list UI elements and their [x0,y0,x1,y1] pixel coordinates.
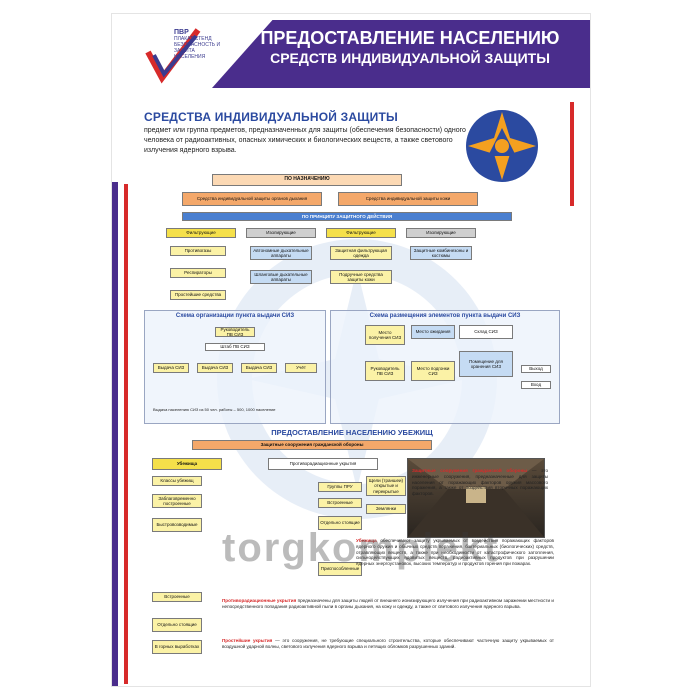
civil-defense-emblem-icon [466,110,538,182]
header-band [212,20,590,88]
shelter-text: Убежища обеспечивают защиту укрываемых о… [356,538,554,567]
issue-staff-box: Штаб ПВ СИЗ [205,343,265,351]
simple-text-title: Простейшие укрытия [222,638,273,643]
pru-r3: Отдельно стоящие [318,516,362,530]
shelter-photo [407,458,545,538]
improvised-skin-box: Подручные средства защиты кожи [330,270,392,284]
shelter-s3: Быстровозводимые [152,518,202,532]
issue-point-org-title: Схема организации пункта выдачи СИЗ [175,313,295,319]
layout-item-3: Руководитель ПВ СИЗ [365,361,405,381]
gzo-body: — это инженерные сооружения, предназначе… [412,468,548,497]
layout-item-6: Склад СИЗ [459,325,513,339]
page-title: ПРЕДОСТАВЛЕНИЕ НАСЕЛЕНИЮ СРЕДСТВ ИНДИВИД… [240,28,580,68]
shelter-section-title: ПРЕДОСТАВЛЕНИЕ НАСЕЛЕНИЮ УБЕЖИЩ [271,428,433,437]
section-intro: предмет или группа предметов, предназнач… [144,127,466,154]
respirators-box: Респираторы [170,268,226,278]
simple-text-body: — это сооружения, не требующие специальн… [222,638,555,649]
shelter-text-body: обеспечивают защиту укрываемых от воздей… [356,538,554,567]
layout-item-4: Место подгонки СИЗ [411,361,455,381]
logo-abbr: ПВР [174,29,189,36]
layout-item-2: Место ожидания [411,325,455,339]
logo-text: ПВР ПЛАКАТ-СТЕНД БЕЗОПАСНОСТЬ И ЗАЩИТА Н… [174,29,222,60]
issue-col-4: Учёт [285,363,317,373]
logo-caption: ПЛАКАТ-СТЕНД БЕЗОПАСНОСТЬ И ЗАЩИТА НАСЕЛ… [174,36,221,60]
by-purpose-box: ПО НАЗНАЧЕНИЮ [212,174,402,186]
issue-point-org-panel: Схема организации пункта выдачи СИЗ Руко… [144,310,326,424]
layout-exit: Выход [521,365,551,373]
shelter-text-title: Убежища [356,538,377,543]
issue-col-1: Выдача СИЗ [153,363,189,373]
pru-text-body: предназначены для защиты людей от внешне… [222,598,554,609]
red-accent-bar-left [124,184,128,684]
issue-col-3: Выдача СИЗ [241,363,277,373]
isolating-2-box: Изолирующие [406,228,476,238]
protective-suits-box: Защитные комбинезоны и костюмы [410,246,472,260]
layout-entry: Вход [521,381,551,389]
shelter-s6: В горных выработках [152,640,202,654]
filtering-1-box: Фильтрующие [166,228,236,238]
shelter-s2: Заблаговременно построенные [152,494,202,508]
filter-clothing-box: Защитная фильтрующая одежда [330,246,392,260]
red-accent-bar-right [570,102,574,206]
pru-text-title: Противорадиационные укрытия [222,598,297,603]
filtering-2-box: Фильтрующие [326,228,396,238]
simple-p2: Землянки [366,504,406,514]
layout-item-1: Место получения СИЗ [365,325,405,345]
pru-r1: Группы ПРУ [318,482,362,492]
anti-radiation-box: Противорадиационные укрытия [268,458,378,470]
title-line-1: ПРЕДОСТАВЛЕНИЕ НАСЕЛЕНИЮ [260,28,560,48]
simple-p1: Щели (траншеи) открытые и перекрытые [366,476,406,496]
gzo-text: Защитные сооружения гражданской обороны … [412,468,548,497]
purple-accent-bar-left [112,182,118,686]
simple-means-box: Простейшие средства [170,290,226,300]
poster: ПВР ПЛАКАТ-СТЕНД БЕЗОПАСНОСТЬ И ЗАЩИТА Н… [112,14,590,686]
skin-box: Средства индивидуальной защиты кожи [338,192,478,206]
pru-r2: Встроенные [318,498,362,508]
issue-point-layout-title: Схема размещения элементов пункта выдачи… [369,313,521,319]
layout-item-5: Помещение для хранения СИЗ [459,351,513,377]
header: ПВР ПЛАКАТ-СТЕНД БЕЗОПАСНОСТЬ И ЗАЩИТА Н… [112,14,590,92]
simple-text: Простейшие укрытия — это сооружения, не … [222,638,554,650]
issue-col-2: Выдача СИЗ [197,363,233,373]
shelters-box: Убежища [152,458,222,470]
isolating-1-box: Изолирующие [246,228,316,238]
issue-head-box: Руководитель ПВ СИЗ [215,327,255,337]
pru-text: Противорадиационные укрытия предназначен… [222,598,554,610]
shelter-s1: Классы убежищ [152,476,202,486]
gzo-title: Защитные сооружения гражданской обороны [412,468,528,473]
issue-footnote: Выдача населению СИЗ из 50 чел. работы –… [153,407,276,412]
pru-r4: Приспособленные [318,562,362,576]
shelter-s5: Отдельно стоящие [152,618,202,632]
hose-apparatus-box: Шланговые дыхательные аппараты [250,270,312,284]
brand-watermark: torgkomplekt [222,526,500,570]
logo: ПВР ПЛАКАТ-СТЕНД БЕЗОПАСНОСТЬ И ЗАЩИТА Н… [140,22,220,90]
issue-point-layout-panel: Схема размещения элементов пункта выдачи… [330,310,560,424]
shelter-s4: Встроенные [152,592,202,602]
by-principle-box: ПО ПРИНЦИПУ ЗАЩИТНОГО ДЕЙСТВИЯ [182,212,512,221]
title-line-2: СРЕДСТВ ИНДИВИДУАЛЬНОЙ ЗАЩИТЫ [270,50,550,66]
respiratory-box: Средства индивидуальной защиты органов д… [182,192,322,206]
shelter-top-box: Защитные сооружения гражданской обороны [192,440,432,450]
section-title: СРЕДСТВА ИНДИВИДУАЛЬНОЙ ЗАЩИТЫ [144,110,398,124]
shelter-interior-icon [408,459,544,537]
checkmark-logo-icon [145,28,201,84]
autonomous-apparatus-box: Автономные дыхательные аппараты [250,246,312,260]
gas-masks-box: Противогазы [170,246,226,256]
